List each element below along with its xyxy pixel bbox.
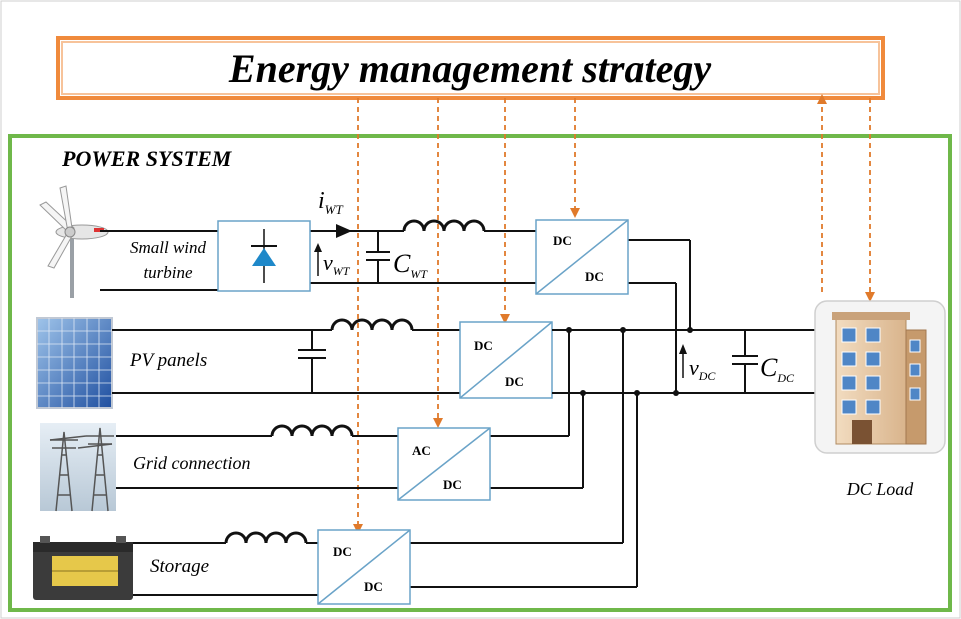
pv-label: PV panels: [129, 350, 207, 371]
storage-label: Storage: [150, 556, 209, 577]
grid-converter-out: DC: [443, 477, 462, 492]
storage-converter-out: DC: [364, 579, 383, 594]
power-system-label: POWER SYSTEM: [61, 146, 233, 171]
current-arrow-icon: [336, 224, 352, 238]
grid-converter-in: AC: [412, 443, 431, 458]
wind-label-line1: Small wind: [130, 238, 207, 257]
battery-icon: [33, 536, 133, 600]
c-dc-symbol: CDC: [760, 353, 795, 385]
storage-inductor: [226, 533, 306, 543]
v-wt-symbol: vWT: [323, 250, 351, 278]
c-wt-symbol: CWT: [393, 249, 428, 281]
storage-converter-in: DC: [333, 544, 352, 559]
pv-converter-out: DC: [505, 374, 524, 389]
diagram-title: Energy management strategy: [228, 46, 711, 91]
power-pylon-icon: [40, 423, 116, 511]
pv-inductor: [332, 320, 412, 330]
dc-load-label: DC Load: [846, 479, 915, 499]
wind-converter-out: DC: [585, 269, 604, 284]
capacitor-dc: [732, 330, 758, 393]
wind-converter-in: DC: [553, 233, 572, 248]
grid-label: Grid connection: [133, 453, 250, 473]
wind-turbine-icon: [40, 186, 108, 298]
voltage-arrow-icon: [679, 344, 687, 354]
pv-converter-in: DC: [474, 338, 493, 353]
v-dc-symbol: vDC: [689, 355, 716, 383]
i-wt-symbol: iWT: [318, 188, 344, 217]
solar-panel-icon: [37, 318, 112, 408]
grid-inductor: [272, 426, 352, 436]
building-icon: [815, 301, 945, 453]
voltage-arrow-icon: [314, 243, 322, 252]
wind-label-line2: turbine: [143, 263, 193, 282]
capacitor-wt: [366, 231, 390, 283]
wind-inductor: [404, 221, 484, 231]
